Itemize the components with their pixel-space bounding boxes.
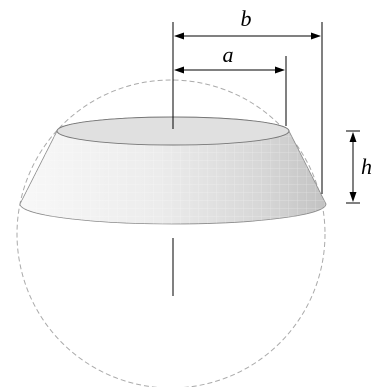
dimension-a: a <box>174 42 287 126</box>
a-label: a <box>223 42 234 67</box>
b-arrow-left <box>174 32 184 40</box>
h-label: h <box>361 154 372 179</box>
h-arrow-top <box>349 132 357 142</box>
dimension-b: b <box>174 6 323 194</box>
a-arrow-left <box>174 66 184 74</box>
h-arrow-bottom <box>349 192 357 202</box>
a-arrow-right <box>275 66 285 74</box>
spherical-zone <box>19 116 327 225</box>
sphere-outline <box>16 79 326 387</box>
b-arrow-right <box>311 32 321 40</box>
dimension-h: h <box>346 130 372 204</box>
b-label: b <box>241 6 252 31</box>
